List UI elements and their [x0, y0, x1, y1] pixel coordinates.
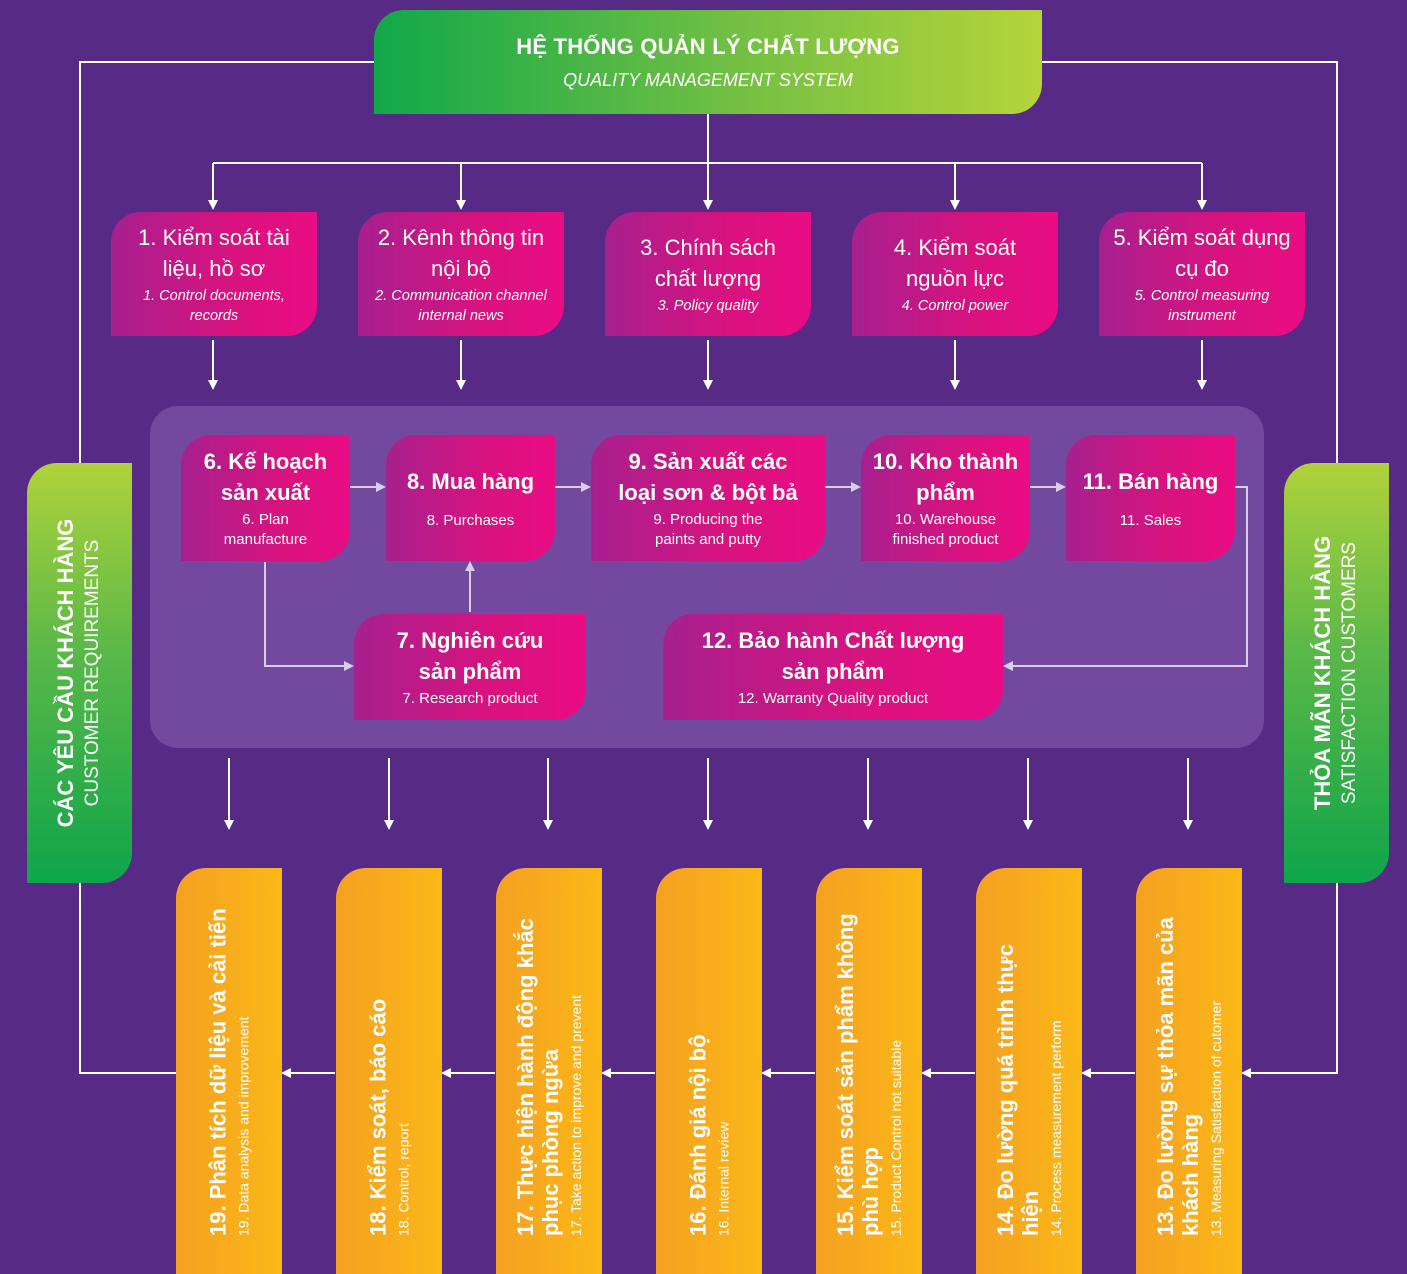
- frame-bottom-left: [79, 883, 176, 1074]
- process-5-vi: 5. Kiểm soát dụng cụ đo: [1113, 225, 1291, 281]
- process-box-14: 14. Đo lường quá trình thực hiện 14. Pro…: [976, 868, 1082, 1274]
- process-6-vi: 6. Kế hoạch sản xuất: [203, 449, 328, 505]
- process-18-vi: 18. Kiểm soát, báo cáo: [365, 998, 391, 1236]
- process-17-vi: 17. Thực hiện hành động khắc phục phòng …: [513, 918, 563, 1236]
- process-box-10: 10. Kho thành phẩm 10. Warehouse finishe…: [861, 435, 1030, 561]
- process-15-en: 15. Product Control not suitable: [888, 1039, 904, 1236]
- process-11-en: 11. Sales: [1119, 511, 1182, 529]
- process-13-vi: 13. Đo lường sự thỏa mãn của khách hàng: [1153, 917, 1203, 1236]
- process-box-4: 4. Kiểm soát nguồn lực 4. Control power: [852, 212, 1058, 336]
- process-box-11: 11. Bán hàng 11. Sales: [1066, 435, 1235, 561]
- process-16-en: 16. Internal review: [715, 1121, 732, 1236]
- frame-top-left: [79, 61, 375, 463]
- process-18-en: 18. Control, report: [395, 1123, 412, 1236]
- process-13-en: 13. Measuring Satisfaction of cutomer: [1208, 1000, 1224, 1236]
- process-7-vi: 7. Nghiên cứu sản phẩm: [396, 628, 544, 684]
- header-title-vi: HỆ THỐNG QUẢN LÝ CHẤT LƯỢNG: [516, 33, 900, 59]
- process-14-vi: 14. Đo lường quá trình thực hiện: [993, 944, 1043, 1236]
- process-box-1: 1. Kiểm soát tài liệu, hồ sơ 1. Control …: [111, 212, 317, 336]
- process-11-vi: 11. Bán hàng: [1082, 468, 1219, 494]
- process-12-en: 12. Warranty Quality product: [737, 690, 929, 707]
- process-box-19: 19. Phân tích dữ liệu và cải tiến 19. Da…: [176, 868, 282, 1274]
- process-box-8: 8. Mua hàng 8. Purchases: [386, 435, 555, 561]
- process-2-vi: 2. Kênh thông tin nội bộ: [377, 225, 545, 281]
- process-17-en: 17. Take action to improve and prevent: [568, 994, 584, 1236]
- process-15-vi: 15. Kiểm soát sản phẩm không phù hợp: [833, 913, 883, 1236]
- process-10-vi: 10. Kho thành phẩm: [872, 449, 1019, 505]
- process-8-vi: 8. Mua hàng: [406, 468, 535, 494]
- frame-bottom-right: [1241, 883, 1338, 1078]
- process-3-en: 3. Policy quality: [657, 298, 759, 314]
- process-4-vi: 4. Kiểm soát nguồn lực: [893, 235, 1017, 291]
- process-box-5: 5. Kiểm soát dụng cụ đo 5. Control measu…: [1099, 212, 1305, 336]
- process-10-en: 10. Warehouse finished product: [892, 511, 999, 548]
- process-box-13: 13. Đo lường sự thỏa mãn của khách hàng …: [1136, 868, 1242, 1274]
- right-side-title-en: SATISFACTION CUSTOMERS: [1338, 541, 1360, 805]
- process-box-15: 15. Kiểm soát sản phẩm không phù hợp 15.…: [816, 868, 922, 1274]
- process-6-en: 6. Plan manufacture: [223, 511, 308, 548]
- customer-requirements-box: CÁC YÊU CẦU KHÁCH HÀNG CUSTOMER REQUIREM…: [27, 463, 132, 883]
- process-box-2: 2. Kênh thông tin nội bộ 2. Communicatio…: [358, 212, 564, 336]
- process-box-3: 3. Chính sách chất lượng 3. Policy quali…: [605, 212, 811, 336]
- process-12-vi: 12. Bảo hành Chất lượng sản phẩm: [701, 628, 965, 684]
- process-3-vi: 3. Chính sách chất lượng: [640, 235, 776, 291]
- process-16-vi: 16. Đánh giá nội bộ: [685, 1034, 711, 1236]
- process-9-vi: 9. Sản xuất các loại sơn & bột bả: [618, 449, 798, 505]
- system-header: HỆ THỐNG QUẢN LÝ CHẤT LƯỢNG QUALITY MANA…: [374, 10, 1042, 114]
- process-box-16: 16. Đánh giá nội bộ 16. Internal review: [656, 868, 762, 1274]
- customer-satisfaction-box: THỎA MÃN KHÁCH HÀNG SATISFACTION CUSTOME…: [1284, 463, 1389, 883]
- process-box-18: 18. Kiểm soát, báo cáo 18. Control, repo…: [336, 868, 442, 1274]
- process-8-en: 8. Purchases: [426, 511, 515, 529]
- right-side-title-vi: THỎA MÃN KHÁCH HÀNG: [1309, 535, 1335, 811]
- process-box-6: 6. Kế hoạch sản xuất 6. Plan manufacture: [181, 435, 350, 561]
- process-box-9: 9. Sản xuất các loại sơn & bột bả 9. Pro…: [591, 435, 825, 561]
- process-4-en: 4. Control power: [901, 298, 1009, 314]
- process-box-12: 12. Bảo hành Chất lượng sản phẩm 12. War…: [663, 614, 1003, 720]
- process-5-en: 5. Control measuring instrument: [1134, 288, 1270, 324]
- process-1-en: 1. Control documents, records: [143, 288, 285, 324]
- process-7-en: 7. Research product: [402, 690, 538, 707]
- left-side-title-vi: CÁC YÊU CẦU KHÁCH HÀNG: [52, 518, 78, 828]
- left-side-title-en: CUSTOMER REQUIREMENTS: [81, 539, 103, 807]
- frame-top-right: [1042, 61, 1338, 463]
- process-box-17: 17. Thực hiện hành động khắc phục phòng …: [496, 868, 602, 1274]
- process-1-vi: 1. Kiểm soát tài liệu, hồ sơ: [138, 225, 290, 281]
- process-19-en: 19. Data analysis and improvement: [235, 1016, 252, 1236]
- process-box-7: 7. Nghiên cứu sản phẩm 7. Research produ…: [354, 614, 586, 720]
- process-14-en: 14. Process measurement perform: [1048, 1020, 1064, 1236]
- process-9-en: 9. Producing the paints and putty: [653, 511, 763, 548]
- header-title-en: QUALITY MANAGEMENT SYSTEM: [563, 69, 853, 90]
- process-19-vi: 19. Phân tích dữ liệu và cải tiến: [205, 908, 231, 1236]
- process-2-en: 2. Communication channel internal news: [375, 288, 547, 324]
